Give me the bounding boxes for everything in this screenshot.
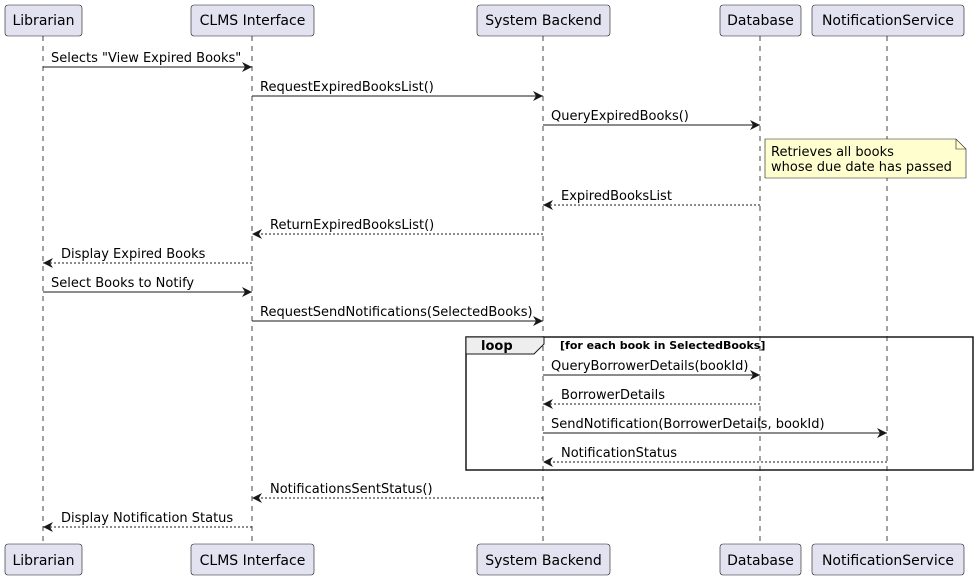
message-label: Display Notification Status [61, 511, 233, 526]
participant-backend-bottom: System Backend [476, 543, 611, 576]
message-label: NotificationStatus [561, 446, 677, 461]
loop-title: loop [481, 339, 513, 354]
message-6: Display Expired Books [43, 247, 252, 268]
message-5: ReturnExpiredBooksList() [252, 218, 543, 239]
participant-label: System Backend [485, 13, 602, 29]
participant-label: CLMS Interface [200, 553, 306, 569]
message-9: QueryBorrowerDetails(bookId) [543, 359, 760, 380]
lifelines [42, 36, 888, 545]
message-4: ExpiredBooksList [543, 189, 760, 210]
message-2: RequestExpiredBooksList() [252, 80, 543, 101]
participants-top: Librarian CLMS Interface System Backend … [4, 4, 965, 37]
participant-box [4, 543, 83, 576]
participant-librarian-top: Librarian [4, 4, 83, 37]
loop-guard: [for each book in SelectedBooks] [560, 339, 765, 352]
participant-notification-service-top: NotificationService [811, 4, 965, 37]
message-1: Selects "View Expired Books" [43, 51, 252, 72]
message-14: Display Notification Status [43, 511, 252, 532]
participant-librarian-bottom: Librarian [4, 543, 83, 576]
message-10: BorrowerDetails [543, 388, 760, 409]
note-fold [955, 139, 966, 150]
note-line-2: whose due date has passed [771, 160, 952, 175]
loop-fragment: loop [for each book in SelectedBooks] [465, 336, 974, 471]
message-label: NotificationsSentStatus() [270, 482, 433, 497]
message-label: Display Expired Books [61, 247, 206, 262]
participants-bottom: Librarian CLMS Interface System Backend … [4, 543, 965, 576]
message-label: ExpiredBooksList [561, 189, 672, 204]
participant-box [719, 4, 802, 37]
message-8: RequestSendNotifications(SelectedBooks) [252, 305, 543, 326]
participant-box [476, 543, 611, 576]
participant-database-bottom: Database [719, 543, 802, 576]
note: Retrieves all books whose due date has p… [764, 138, 967, 179]
loop-label-tab [465, 336, 545, 355]
loop-frame [465, 336, 974, 471]
participant-box [190, 4, 315, 37]
participant-label: CLMS Interface [200, 13, 306, 29]
participant-notification-service-bottom: NotificationService [811, 543, 965, 576]
note-line-1: Retrieves all books [771, 145, 894, 160]
participant-clms-top: CLMS Interface [190, 4, 315, 37]
message-label: QueryBorrowerDetails(bookId) [551, 359, 748, 374]
participant-backend-top: System Backend [476, 4, 611, 37]
message-label: ReturnExpiredBooksList() [270, 218, 434, 233]
message-label: RequestExpiredBooksList() [260, 80, 434, 95]
message-label: BorrowerDetails [561, 388, 665, 403]
participant-box [811, 543, 965, 576]
note-box [764, 138, 967, 179]
participant-label: System Backend [485, 553, 602, 569]
participant-label: NotificationService [822, 13, 954, 29]
participant-label: Librarian [12, 13, 74, 29]
message-label: Selects "View Expired Books" [51, 51, 241, 66]
message-3: QueryExpiredBooks() [543, 109, 760, 130]
message-label: Select Books to Notify [51, 276, 194, 291]
message-13: NotificationsSentStatus() [252, 482, 543, 503]
participant-box [811, 4, 965, 37]
participant-box [476, 4, 611, 37]
message-label: RequestSendNotifications(SelectedBooks) [260, 305, 533, 320]
participant-label: NotificationService [822, 553, 954, 569]
participant-label: Database [727, 13, 794, 29]
participant-label: Database [727, 553, 794, 569]
participant-database-top: Database [719, 4, 802, 37]
message-11: SendNotification(BorrowerDetails, bookId… [543, 417, 887, 438]
participant-clms-bottom: CLMS Interface [190, 543, 315, 576]
participant-box [190, 543, 315, 576]
message-7: Select Books to Notify [43, 276, 252, 297]
participant-label: Librarian [12, 553, 74, 569]
messages: Selects "View Expired Books" RequestExpi… [43, 51, 887, 532]
message-12: NotificationStatus [543, 446, 887, 467]
participant-box [719, 543, 802, 576]
message-label: SendNotification(BorrowerDetails, bookId… [551, 417, 825, 432]
message-label: QueryExpiredBooks() [551, 109, 689, 124]
participant-box [4, 4, 83, 37]
